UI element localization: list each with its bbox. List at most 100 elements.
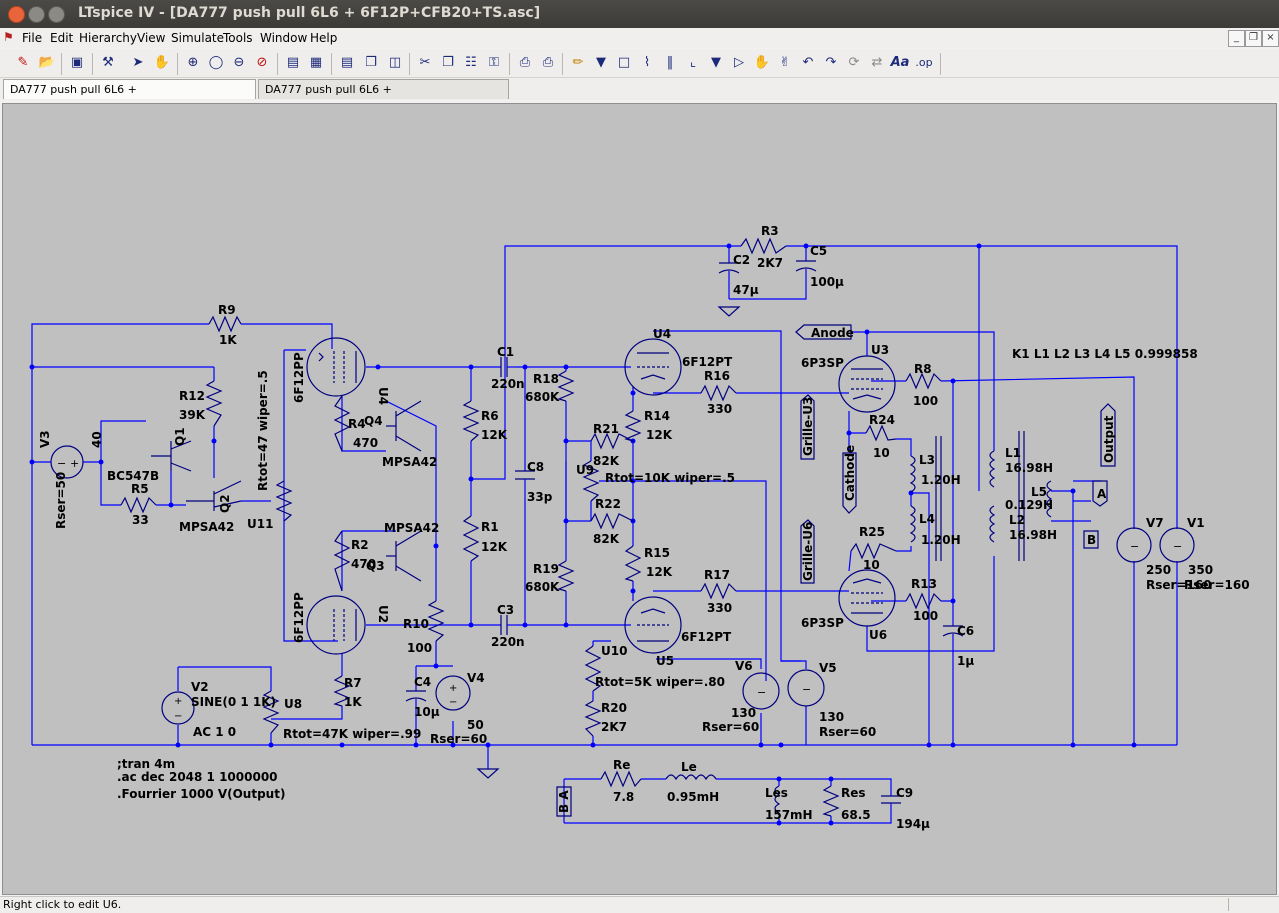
control-panel-icon[interactable]: ⚒ (102, 55, 114, 70)
autorange-icon[interactable]: ▦ (309, 55, 323, 70)
resistor-r17 (700, 582, 737, 600)
status-pane (1228, 898, 1229, 911)
capacitor-icon[interactable]: ‖ (666, 55, 674, 70)
tube-u5-6f12pt (624, 596, 682, 654)
label: U6 (869, 628, 887, 642)
rotate-icon[interactable]: ⟳ (848, 55, 860, 70)
close-window-button[interactable] (8, 6, 25, 23)
schematic-canvas[interactable]: −+ +− +− − − − − (2, 103, 1277, 895)
label: 680K (525, 390, 560, 404)
label: C4 (414, 675, 431, 689)
schematic-drawing[interactable]: −+ +− +− − − − − (3, 104, 1277, 895)
diode-icon[interactable]: ▼ (711, 55, 721, 70)
menu-simulate[interactable]: Simulate (171, 31, 225, 45)
redo-icon[interactable]: ↷ (825, 55, 837, 70)
spice-directive-icon[interactable]: .op (915, 56, 933, 69)
voltage-source-v6: − (742, 672, 780, 710)
menu-file[interactable]: File (22, 31, 43, 45)
drag-icon[interactable]: ✌ (779, 55, 791, 70)
net-label-output (1100, 403, 1116, 467)
voltage-source-v7: − (1116, 527, 1152, 563)
mdi-close-icon[interactable]: × (1262, 30, 1279, 47)
mdi-minimize-icon[interactable]: _ (1228, 30, 1245, 47)
resistor-r16 (700, 384, 737, 402)
inductor-les (774, 785, 781, 814)
new-schematic-icon[interactable]: ✎ (17, 55, 29, 70)
menu-view[interactable]: View (137, 31, 166, 45)
copy-icon[interactable]: ❐ (442, 55, 454, 70)
open-icon[interactable]: 📂 (38, 55, 56, 70)
label: C9 (896, 786, 913, 800)
label: C3 (497, 603, 514, 617)
tile-vertical-icon[interactable]: ◫ (388, 55, 402, 70)
resistor-icon[interactable]: ⌇ (643, 55, 651, 70)
label: R19 (533, 562, 559, 576)
label: 100 (407, 641, 432, 655)
print-icon[interactable]: ⎙ (542, 55, 554, 70)
label: U10 (601, 644, 627, 658)
zoom-pan-icon[interactable]: ◯ (208, 55, 224, 70)
components[interactable]: −+ +− +− − − − − (50, 237, 1195, 817)
run-icon[interactable]: ➤ (132, 55, 144, 70)
paste-icon[interactable]: ☷ (465, 55, 477, 70)
print-preview-icon[interactable]: ⎙ (519, 55, 531, 70)
component-icon[interactable]: ▷ (734, 55, 744, 70)
net-label-grille-u6 (800, 519, 815, 584)
move-icon[interactable]: ✋ (753, 55, 771, 70)
cut-icon[interactable]: ✂ (419, 55, 431, 70)
find-icon[interactable]: ⚿ (489, 55, 499, 70)
menu-window[interactable]: Window (260, 31, 308, 45)
label: 1K (219, 333, 237, 347)
document-tabs: DA777 push pull 6L6 + 6F12P+CFB20+TS.asc… (0, 78, 1279, 115)
window-title: LTspice IV - [DA777 push pull 6L6 + 6F12… (78, 5, 541, 21)
mirror-icon[interactable]: ⇄ (871, 55, 883, 70)
mdi-restore-icon[interactable]: ❐ (1245, 30, 1262, 47)
label: 1.20H (921, 473, 961, 487)
label: 0.95mH (667, 790, 719, 804)
minimize-window-button[interactable] (28, 6, 45, 23)
label: U3 (871, 343, 889, 357)
label: MPSA42 (179, 520, 234, 534)
tab-schematic-2[interactable]: DA777 push pull 6L6 + 6F12P+CFB20+TS.asc (258, 79, 509, 115)
resistor-r15 (624, 545, 642, 582)
zoom-out-icon[interactable]: ⊖ (233, 55, 245, 70)
label: R25 (859, 525, 885, 539)
label: Rtot=5K wiper=.80 (595, 675, 725, 689)
menu-edit[interactable]: Edit (50, 31, 74, 45)
label: 100 (913, 394, 938, 408)
menu-tools[interactable]: Tools (223, 31, 253, 45)
capacitor-c5 (795, 260, 817, 281)
text-icon[interactable]: Aa (890, 55, 910, 70)
label: B (1087, 533, 1096, 547)
undo-icon[interactable]: ↶ (802, 55, 814, 70)
cascade-icon[interactable]: ❐ (365, 55, 377, 70)
label: Cathode (843, 445, 857, 501)
net-label-anode (795, 324, 852, 340)
inductor-l4 (909, 505, 916, 543)
resistor-r5 (120, 496, 157, 514)
menu-hierarchy[interactable]: Hierarchy (79, 31, 138, 45)
svg-text:−: − (57, 457, 66, 470)
tile-horizontal-icon[interactable]: ▤ (340, 55, 354, 70)
label: 130 (731, 706, 756, 720)
tab-schematic-1[interactable]: DA777 push pull 6L6 + 6F12P+CFB20+TS.asc (3, 79, 256, 115)
menu-help[interactable]: Help (310, 31, 338, 45)
label: Le (681, 760, 697, 774)
draw-wire-icon[interactable]: ✏ (572, 55, 584, 70)
label: Les (765, 786, 788, 800)
ground-icon[interactable]: ▼ (596, 55, 606, 70)
resistor-r12 (205, 380, 223, 427)
app-icon[interactable]: ⚑ (3, 30, 14, 44)
label: R8 (914, 362, 932, 376)
label: R12 (179, 389, 205, 403)
plot-settings-icon[interactable]: ▤ (286, 55, 300, 70)
label: V2 (191, 680, 209, 694)
maximize-window-button[interactable] (48, 6, 65, 23)
inductor-icon[interactable]: ⌞ (689, 55, 697, 70)
zoom-cancel-icon[interactable]: ⊘ (256, 55, 268, 70)
zoom-in-icon[interactable]: ⊕ (187, 55, 199, 70)
halt-icon[interactable]: ✋ (153, 55, 171, 70)
potentiometer-u8 (262, 690, 280, 734)
label-net-icon[interactable]: □ (617, 55, 631, 70)
save-icon[interactable]: ▣ (70, 55, 84, 70)
